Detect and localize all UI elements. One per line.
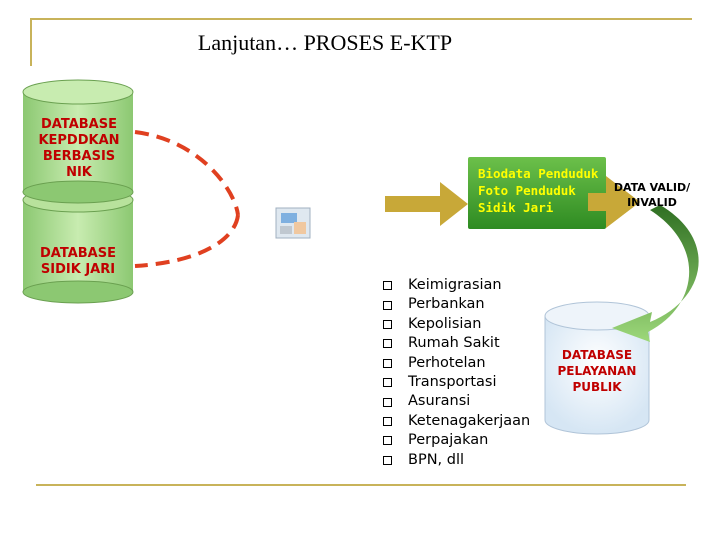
page-title: Lanjutan… PROSES E-KTP <box>197 30 453 55</box>
checkbox-bullet-icon <box>383 358 392 368</box>
biodata-line-2: Foto Penduduk <box>478 183 576 198</box>
checkbox-bullet-icon <box>383 281 392 291</box>
list-item: Perhotelan <box>383 354 530 373</box>
checkbox-bullet-icon <box>383 320 392 330</box>
curve-arrow <box>612 205 699 342</box>
checkbox-bullet-icon <box>383 417 392 427</box>
bottom-rule <box>36 484 686 486</box>
checkbox-bullet-icon <box>383 455 392 465</box>
checkbox-bullet-icon <box>383 339 392 349</box>
list-item: Kepolisian <box>383 315 530 334</box>
list-item: Keimigrasian <box>383 276 530 295</box>
dashed-arc-bottom <box>134 214 240 268</box>
list-item: Asuransi <box>383 392 530 411</box>
db-kependudukan-cylinder <box>22 79 134 204</box>
db-pelayanan-cylinder <box>544 301 650 435</box>
dashed-arc-top <box>134 130 240 216</box>
list-item: Perpajakan <box>383 431 530 450</box>
db-sidik-jari-label: DATABASE SIDIK JARI <box>40 246 116 277</box>
list-item: Transportasi <box>383 373 530 392</box>
biodata-box: Biodata Penduduk Foto Penduduk Sidik Jar… <box>468 157 606 229</box>
list-item: Perbankan <box>383 295 530 314</box>
valid-invalid-label: DATA VALID/ INVALID <box>613 181 691 209</box>
top-rule <box>30 18 692 20</box>
biodata-line-1: Biodata Penduduk <box>478 166 599 181</box>
arrow-to-biodata <box>385 182 468 226</box>
list-item: Ketenagakerjaan <box>383 412 530 431</box>
checkbox-bullet-icon <box>383 436 392 446</box>
list-item: BPN, dll <box>383 451 530 470</box>
list-item: Rumah Sakit <box>383 334 530 353</box>
db-kependudukan-label: DATABASE KEPDDKAN BERBASIS NIK <box>38 117 120 180</box>
db-pelayanan-label: DATABASE PELAYANAN PUBLIK <box>557 348 637 394</box>
left-rule <box>30 18 32 66</box>
checkbox-bullet-icon <box>383 378 392 388</box>
checkbox-bullet-icon <box>383 397 392 407</box>
card-reader-image <box>275 207 311 239</box>
biodata-line-3: Sidik Jari <box>478 200 554 215</box>
services-list: Keimigrasian Perbankan Kepolisian Rumah … <box>383 276 530 470</box>
checkbox-bullet-icon <box>383 300 392 310</box>
